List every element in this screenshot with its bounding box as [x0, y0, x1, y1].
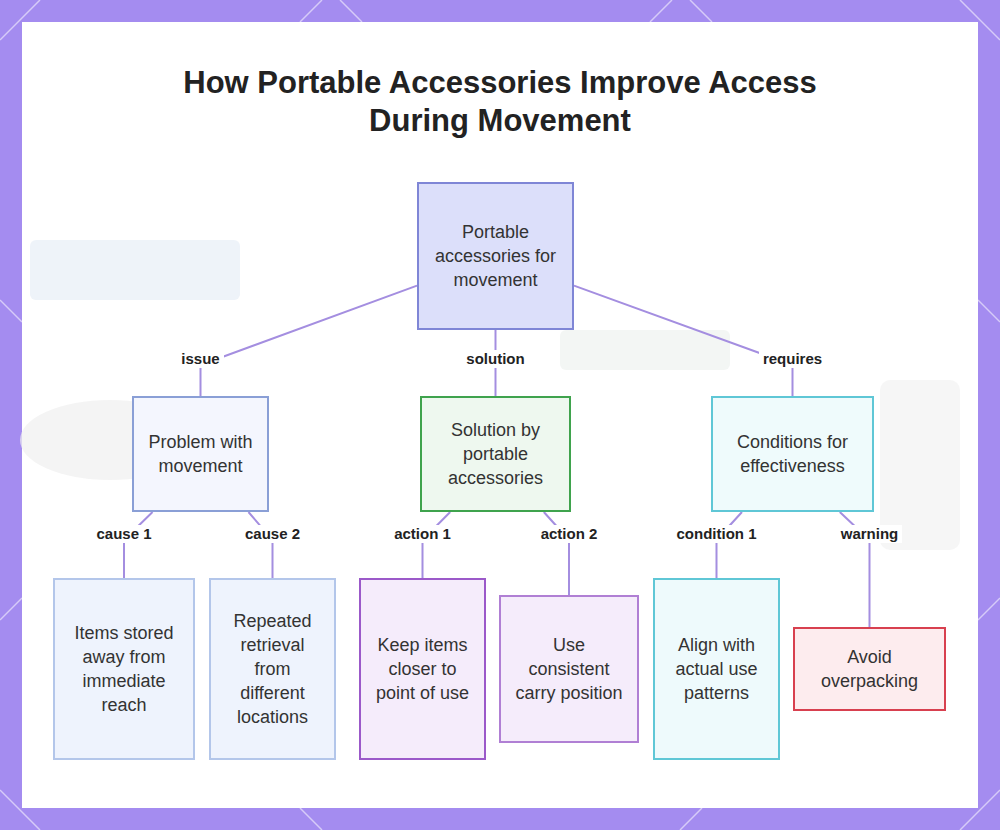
white-panel: [22, 22, 978, 808]
box-text-group: Align with actual use patterns: [667, 633, 766, 705]
process-box: Keep items closer to point of use: [359, 578, 486, 760]
process-box: Avoid overpacking: [793, 627, 946, 711]
process-box: Repeated retrieval from different locati…: [209, 578, 336, 760]
edge-label: action 2: [537, 525, 602, 543]
edge-label: solution: [462, 350, 528, 368]
process-box: Solution by portable accessories: [420, 396, 571, 512]
box-text-group: Problem with movement: [146, 430, 255, 478]
box-label: Items stored away from immediate reach: [67, 621, 181, 717]
process-box: Items stored away from immediate reach: [53, 578, 195, 760]
process-box: Problem with movement: [132, 396, 269, 512]
process-box: Align with actual use patterns: [653, 578, 780, 760]
connector-line: [248, 512, 272, 578]
box-label: Portable accessories for movement: [431, 220, 560, 292]
edge-label: cause 2: [241, 525, 304, 543]
box-label: Solution by portable accessories: [434, 418, 557, 490]
box-label: Conditions for effectiveness: [725, 430, 860, 478]
box-label: Avoid overpacking: [807, 645, 932, 693]
diagram-title: How Portable Accessories Improve Access …: [180, 64, 820, 140]
edge-label: warning: [837, 525, 903, 543]
connector-line: [201, 286, 418, 396]
process-box: Use consistent carry position: [499, 595, 639, 743]
box-text-group: Solution by portable accessories: [434, 418, 557, 490]
box-text-group: Conditions for effectiveness: [725, 430, 860, 478]
box-label: Use consistent carry position: [513, 633, 625, 705]
box-text-group: Items stored away from immediate reach: [67, 621, 181, 717]
box-text-group: Avoid overpacking: [807, 645, 932, 693]
connector-line: [717, 512, 742, 578]
box-text-group: Keep items closer to point of use: [373, 633, 472, 705]
box-label: Problem with movement: [146, 430, 255, 478]
box-text-group: Use consistent carry position: [513, 633, 625, 705]
box-label: Repeated retrieval from different locati…: [223, 609, 322, 729]
edge-label: action 1: [390, 525, 455, 543]
connector-line: [423, 512, 451, 578]
box-text-group: Repeated retrieval from different locati…: [223, 609, 322, 729]
connector-line: [574, 286, 793, 396]
box-text-group: Portable accessories for movement: [431, 220, 560, 292]
edge-label: requires: [759, 350, 826, 368]
connector-line: [124, 512, 153, 578]
box-label: Align with actual use patterns: [667, 633, 766, 705]
edge-label: issue: [177, 350, 223, 368]
edge-label: cause 1: [92, 525, 155, 543]
process-box: Portable accessories for movement: [417, 182, 574, 330]
box-label: Keep items closer to point of use: [373, 633, 472, 705]
process-box: Conditions for effectiveness: [711, 396, 874, 512]
edge-label: condition 1: [673, 525, 761, 543]
